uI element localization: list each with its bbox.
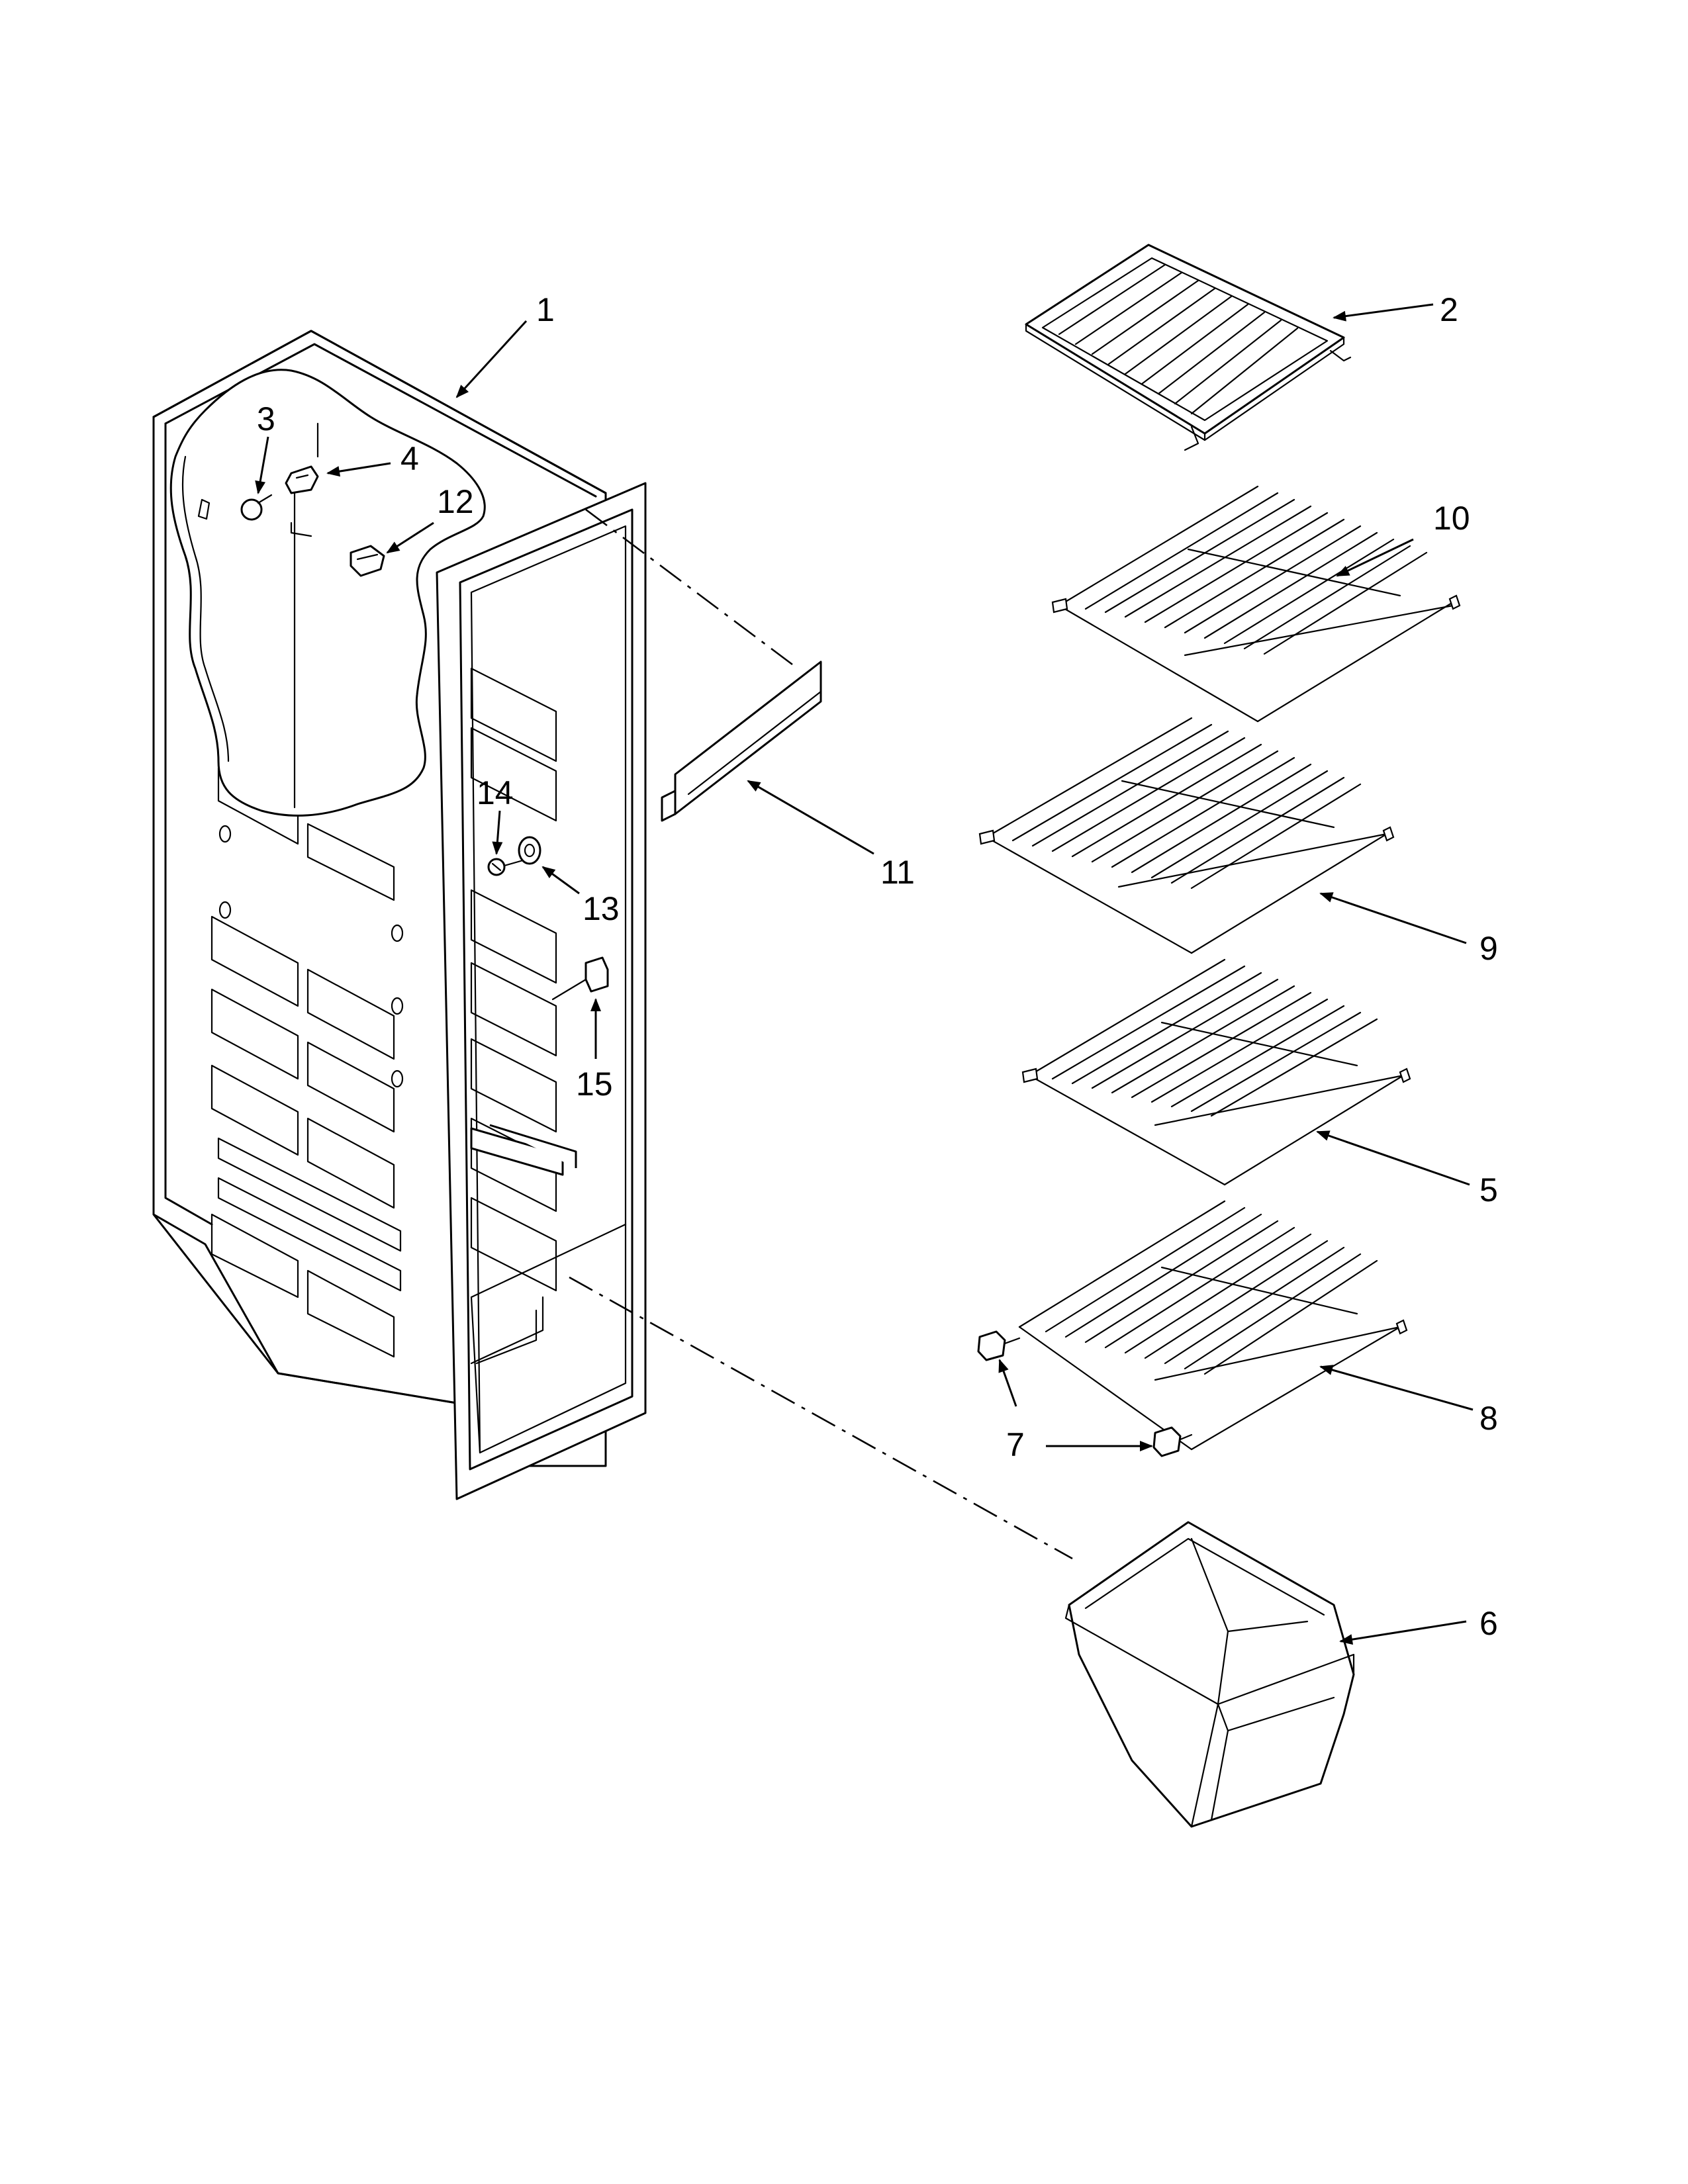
- callout-15: 15: [576, 1066, 613, 1103]
- leader-8: [1319, 1365, 1474, 1411]
- callout-3: 3: [257, 400, 275, 437]
- shelf-end-cap: [1152, 1426, 1193, 1457]
- grille-slats: [1058, 263, 1299, 415]
- callout-14: 14: [477, 774, 514, 811]
- callout-8: 8: [1479, 1400, 1498, 1437]
- wire-shelf-9: [978, 717, 1395, 954]
- leader-10: [1336, 538, 1414, 577]
- leader-7a: [998, 1359, 1017, 1407]
- wire-shelf-10: [1051, 485, 1461, 723]
- leader-9: [1319, 892, 1467, 944]
- freezer-liner: [152, 330, 647, 1500]
- callout-5: 5: [1479, 1171, 1498, 1208]
- shelf-cover: [661, 660, 822, 822]
- grommet: [518, 836, 541, 865]
- callout-11: 11: [880, 854, 915, 891]
- callout-13: 13: [583, 890, 620, 927]
- leader-6: [1339, 1620, 1467, 1645]
- leader-1: [455, 320, 528, 398]
- alignment-line: [569, 1276, 1073, 1560]
- shelf-end-cap: [977, 1330, 1021, 1361]
- callout-6: 6: [1479, 1605, 1498, 1642]
- leader-2: [1333, 303, 1434, 322]
- leader-lines: [255, 303, 1474, 1645]
- callout-1: 1: [536, 291, 555, 328]
- liner-cutaway: [169, 369, 486, 817]
- callout-7: 7: [1006, 1426, 1025, 1463]
- leader-13: [541, 866, 580, 895]
- leader-11: [747, 780, 874, 855]
- wire-shelf-5: [1021, 958, 1411, 1186]
- callout-4: 4: [400, 440, 419, 477]
- callout-10: 10: [1433, 500, 1470, 537]
- callout-9: 9: [1479, 930, 1498, 967]
- light-bulb: [240, 494, 273, 521]
- leader-14: [492, 810, 503, 855]
- callout-numbers: 1 2 3 4 5 6 7 8 9 10 11 12 13 14 15: [257, 291, 1498, 1642]
- ice-tray-grille: [1025, 244, 1352, 451]
- light-socket: [285, 465, 319, 494]
- screw: [487, 858, 524, 876]
- clip: [350, 545, 385, 577]
- leader-12: [386, 522, 434, 554]
- alignment-line: [585, 508, 798, 670]
- callout-2: 2: [1440, 291, 1458, 328]
- freezer-bin: [1064, 1521, 1355, 1828]
- leader-5: [1316, 1130, 1470, 1186]
- wire-shelf-8: [1018, 1200, 1408, 1451]
- liner-rungs: [470, 667, 577, 1292]
- thermistor: [551, 956, 609, 1001]
- callout-12: 12: [437, 483, 474, 520]
- liner-side-recesses: [211, 766, 404, 1358]
- leader-4: [326, 462, 391, 477]
- leader-3: [255, 436, 269, 494]
